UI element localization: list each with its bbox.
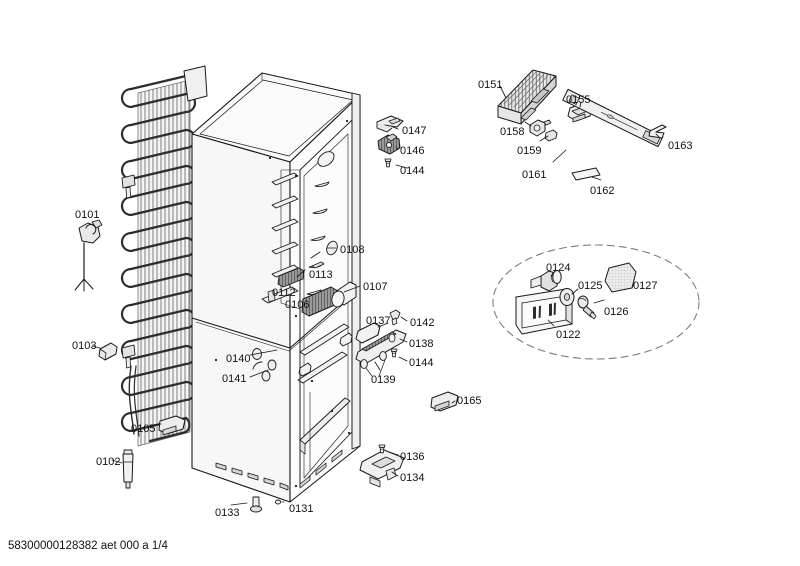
part-0144-top-screw bbox=[384, 158, 392, 168]
part-label-0102: 0102 bbox=[96, 456, 121, 468]
part-0151-control-module bbox=[497, 69, 557, 125]
part-0162-plate bbox=[571, 167, 601, 181]
refrigerator-cabinet bbox=[191, 72, 361, 503]
part-label-0106: 0106 bbox=[285, 299, 310, 311]
part-0147-hinge-cover bbox=[376, 115, 404, 133]
part-0165-clip bbox=[430, 391, 459, 412]
part-label-0162: 0162 bbox=[590, 185, 615, 197]
parts-0134-0136-foot-bracket bbox=[359, 444, 405, 488]
part-label-0101: 0101 bbox=[75, 209, 100, 221]
part-label-0133: 0133 bbox=[215, 507, 240, 519]
part-label-0136: 0136 bbox=[400, 451, 425, 463]
part-label-0103: 0103 bbox=[72, 340, 97, 352]
part-0142-pin bbox=[389, 309, 401, 326]
part-label-0105: 0105 bbox=[131, 423, 156, 435]
part-label-0122: 0122 bbox=[556, 329, 581, 341]
part-0161-rail bbox=[562, 88, 664, 148]
part-label-0144-top: 0144 bbox=[400, 165, 425, 177]
part-label-0144-mid: 0144 bbox=[409, 357, 434, 369]
part-0163-clip bbox=[648, 124, 667, 139]
part-label-0142: 0142 bbox=[410, 317, 435, 329]
part-0105-clip bbox=[158, 415, 186, 436]
part-0102-drier bbox=[122, 449, 134, 489]
part-label-0165: 0165 bbox=[457, 395, 482, 407]
part-0133-leveling-foot bbox=[250, 496, 262, 513]
part-label-0141: 0141 bbox=[222, 373, 247, 385]
part-0101-sensor bbox=[74, 219, 103, 292]
part-label-0146: 0146 bbox=[400, 145, 425, 157]
part-label-0108: 0108 bbox=[340, 244, 365, 256]
detail-callout-ellipse bbox=[492, 244, 700, 360]
part-label-0140: 0140 bbox=[226, 353, 251, 365]
part-label-0134: 0134 bbox=[400, 472, 425, 484]
part-label-0158: 0158 bbox=[500, 126, 525, 138]
part-label-0151: 0151 bbox=[478, 79, 503, 91]
part-0125-bushing bbox=[559, 288, 575, 306]
part-label-0163: 0163 bbox=[668, 140, 693, 152]
part-label-0137: 0137 bbox=[366, 315, 391, 327]
part-0159-grommet bbox=[544, 129, 558, 142]
part-label-0131: 0131 bbox=[289, 503, 314, 515]
part-0144-mid-screw bbox=[390, 348, 398, 358]
part-0127-cover-lens bbox=[604, 262, 637, 293]
part-label-0161: 0161 bbox=[522, 169, 547, 181]
part-label-0147: 0147 bbox=[402, 125, 427, 137]
part-0138-hinge-plate bbox=[355, 329, 407, 365]
part-label-0125: 0125 bbox=[578, 280, 603, 292]
part-label-0107: 0107 bbox=[363, 281, 388, 293]
coil-clip-upper bbox=[121, 174, 136, 199]
part-label-0126: 0126 bbox=[604, 306, 629, 318]
drawing-footer-id: 58300000128382 aet 000 a 1/4 bbox=[8, 540, 168, 552]
part-0146-hinge bbox=[377, 133, 401, 155]
part-label-0138: 0138 bbox=[409, 338, 434, 350]
part-0112-grille bbox=[277, 267, 305, 288]
part-0126-bulb bbox=[577, 295, 597, 320]
part-label-0113: 0113 bbox=[309, 269, 333, 281]
part-label-0159: 0159 bbox=[517, 145, 542, 157]
part-label-0112: 0112 bbox=[272, 287, 296, 299]
part-0139-bushings bbox=[360, 351, 387, 377]
part-label-0124: 0124 bbox=[546, 262, 571, 274]
coil-clip-lower bbox=[121, 344, 136, 369]
part-label-0155: 0155 bbox=[566, 94, 591, 106]
leader-lines bbox=[91, 85, 661, 506]
part-0113-clip bbox=[311, 261, 325, 269]
part-label-0127: 0127 bbox=[633, 280, 658, 292]
part-0124-lamp-socket bbox=[530, 270, 562, 292]
part-0103-bushing bbox=[98, 342, 118, 361]
part-0131-washer bbox=[274, 499, 282, 505]
part-0122-switch-panel bbox=[515, 288, 573, 335]
part-0158-switch bbox=[529, 119, 552, 137]
part-label-0139: 0139 bbox=[371, 374, 396, 386]
